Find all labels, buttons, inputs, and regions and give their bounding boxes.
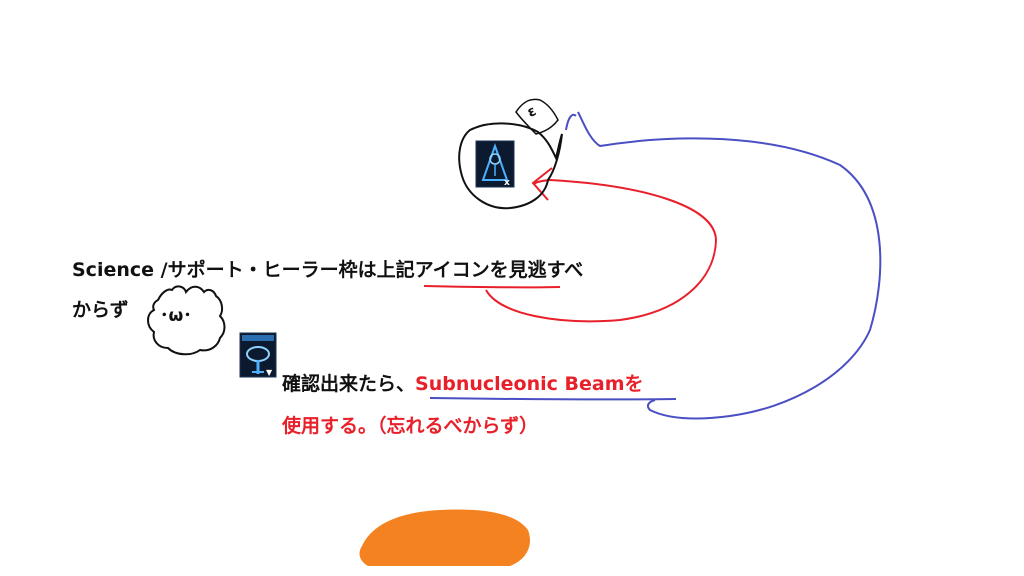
line-1-suffix: を見逃すべ [489,259,584,281]
blue-arrow-curve [565,111,882,420]
line-2: からず [72,299,129,321]
red-arrowhead [531,167,553,201]
line-1: Science /サポート・ヒーラー枠は上記アイコンを見逃すべ [72,258,583,282]
line-3: 確認出来たら、Subnucleonic Beamを [282,372,644,396]
subnucleonic-beam-icon[interactable] [239,332,277,378]
line-4: 使用する。（忘れるべからず） [282,415,539,437]
red-underline [423,285,561,289]
epsilon-box [515,98,559,135]
line-1-highlight: 上記アイコン [376,259,490,281]
tech-ability-icon[interactable] [475,140,515,188]
line-3-highlight: Subnucleonic Beamを [415,373,644,395]
blue-underline [429,397,677,401]
creature-outline-top [458,122,563,210]
orange-blob [359,509,530,566]
line-3-prefix: 確認出来たら、 [282,373,416,395]
top-icon-badge: x [504,178,510,188]
line-1-prefix: Science /サポート・ヒーラー枠は [72,259,377,281]
creature-outline-omega [147,285,226,356]
red-arrow-curve [485,178,718,323]
mid-icon-badge: ▼ [266,368,273,377]
omega-face: ･ω･ [160,306,192,326]
